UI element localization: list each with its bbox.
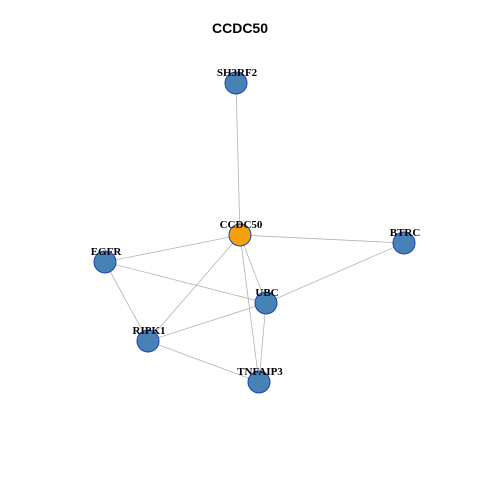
edge-layer xyxy=(104,82,405,383)
node-label-ubc: UBC xyxy=(255,287,278,299)
edge-ccdc50-egfr xyxy=(104,234,241,263)
node-layer xyxy=(93,71,416,394)
edge-ccdc50-ripk1 xyxy=(147,234,241,342)
edge-egfr-ripk1 xyxy=(104,261,149,342)
node-ubc xyxy=(254,291,278,315)
edge-egfr-ubc xyxy=(104,261,267,304)
node-label-sh3rf2: SH3RF2 xyxy=(217,67,258,79)
edge-ccdc50-ubc xyxy=(239,234,267,304)
node-label-tnfaip3: TNFAIP3 xyxy=(237,366,283,378)
node-btrc xyxy=(392,231,416,255)
edge-ubc-tnfaip3 xyxy=(258,302,267,383)
edge-ccdc50-btrc xyxy=(239,234,405,244)
node-egfr xyxy=(93,250,117,274)
node-ccdc50 xyxy=(228,223,252,247)
edge-ubc-ripk1 xyxy=(147,302,267,342)
node-tnfaip3 xyxy=(247,370,271,394)
edge-sh3rf2-ccdc50 xyxy=(235,82,241,236)
node-label-egfr: EGFR xyxy=(91,246,123,258)
node-ripk1 xyxy=(136,329,160,353)
edge-btrc-ubc xyxy=(265,242,405,304)
edge-ripk1-tnfaip3 xyxy=(147,340,260,383)
node-sh3rf2 xyxy=(224,71,248,95)
node-label-btrc: BTRC xyxy=(390,227,421,239)
graph-title: CCDC50 xyxy=(211,20,268,36)
node-label-ccdc50: CCDC50 xyxy=(220,219,263,231)
node-label-ripk1: RIPK1 xyxy=(133,325,166,337)
